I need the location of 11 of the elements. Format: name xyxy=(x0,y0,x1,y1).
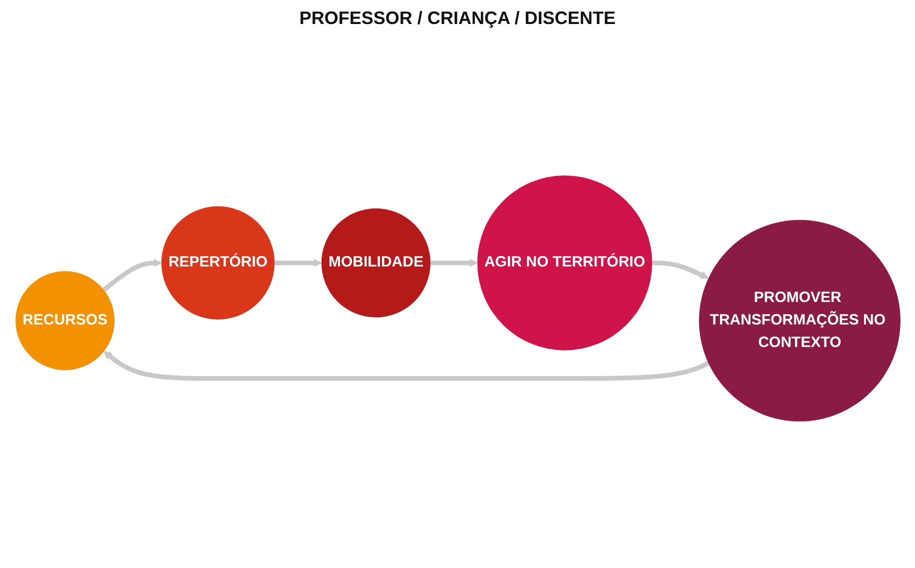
node-circle: PROMOVER TRANSFORMAÇÕES NO CONTEXTO xyxy=(698,220,900,422)
node-circle: AGIR NO TERRITÓRIO xyxy=(476,176,652,350)
node-circle: RECURSOS xyxy=(15,271,114,370)
node-circle: REPERTÓRIO xyxy=(160,206,274,320)
center-caption: PROFESSOR / CRIANÇA / DISCENTE xyxy=(299,8,616,29)
arrow xyxy=(274,258,322,268)
arrow xyxy=(652,260,708,279)
arrow xyxy=(102,258,162,292)
arrow xyxy=(430,258,478,268)
arrow xyxy=(102,351,709,381)
node-circle: MOBILIDADE xyxy=(320,208,430,318)
